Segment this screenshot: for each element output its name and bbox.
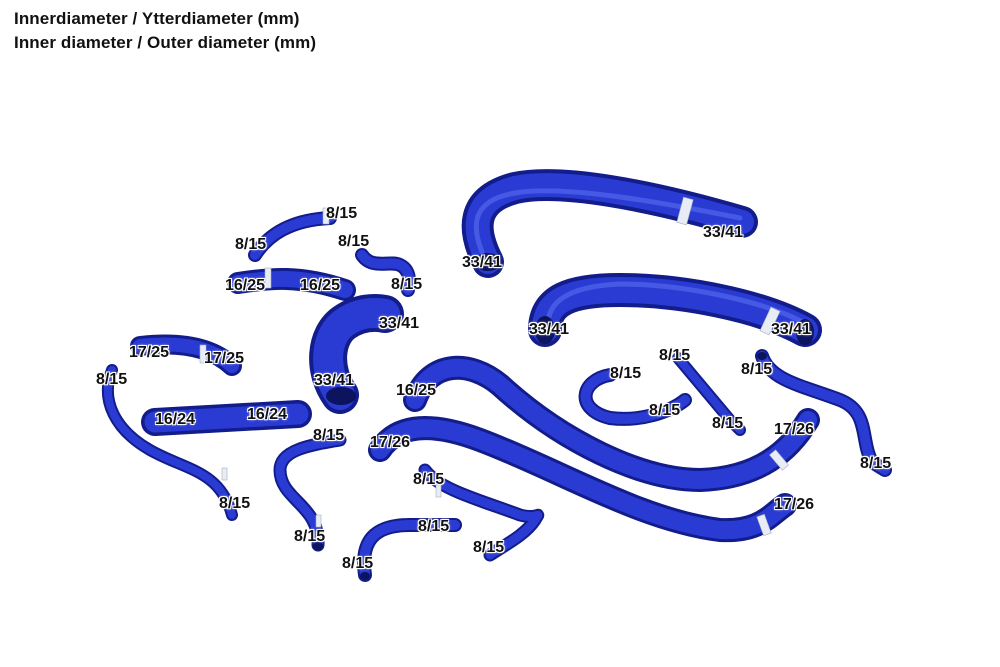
size-label: 33/41: [379, 315, 420, 332]
hose-8-15-long-left: [102, 364, 238, 521]
size-label: 8/15: [712, 415, 744, 432]
size-label: 8/15: [96, 371, 128, 388]
size-label: 16/25: [225, 277, 266, 294]
size-label: 8/15: [649, 402, 681, 419]
size-label: 16/25: [396, 382, 437, 399]
size-label: 8/15: [338, 233, 370, 250]
size-label: 16/25: [300, 277, 341, 294]
size-label: 8/15: [659, 347, 691, 364]
size-label: 8/15: [391, 276, 423, 293]
size-label: 33/41: [771, 321, 812, 338]
size-label: 8/15: [294, 528, 326, 545]
size-label: 16/24: [155, 411, 196, 428]
title-line-swedish: Innerdiameter / Ytterdiameter (mm): [14, 9, 300, 28]
size-label: 8/15: [235, 236, 267, 253]
title-line-english: Inner diameter / Outer diameter (mm): [14, 33, 317, 52]
hose-openings: [313, 253, 814, 580]
size-label: 8/15: [313, 427, 345, 444]
size-label: 8/15: [610, 365, 642, 382]
size-label: 8/15: [741, 361, 773, 378]
size-label: 17/26: [774, 421, 815, 438]
size-label: 33/41: [703, 224, 744, 241]
size-label: 16/24: [247, 406, 288, 423]
size-label: 8/15: [413, 471, 445, 488]
size-label: 17/25: [129, 344, 170, 361]
size-label: 8/15: [219, 495, 251, 512]
size-label: 8/15: [473, 539, 505, 556]
size-label: 33/41: [529, 321, 570, 338]
size-label: 8/15: [342, 555, 374, 572]
size-label: 8/15: [860, 455, 892, 472]
size-label: 33/41: [314, 372, 355, 389]
size-label: 33/41: [462, 254, 503, 271]
hose-clamps: [199, 196, 789, 537]
size-label: 17/26: [774, 496, 815, 513]
size-label: 17/25: [204, 350, 245, 367]
size-label: 17/26: [370, 434, 411, 451]
size-label: 8/15: [326, 205, 358, 222]
size-label: 8/15: [418, 518, 450, 535]
